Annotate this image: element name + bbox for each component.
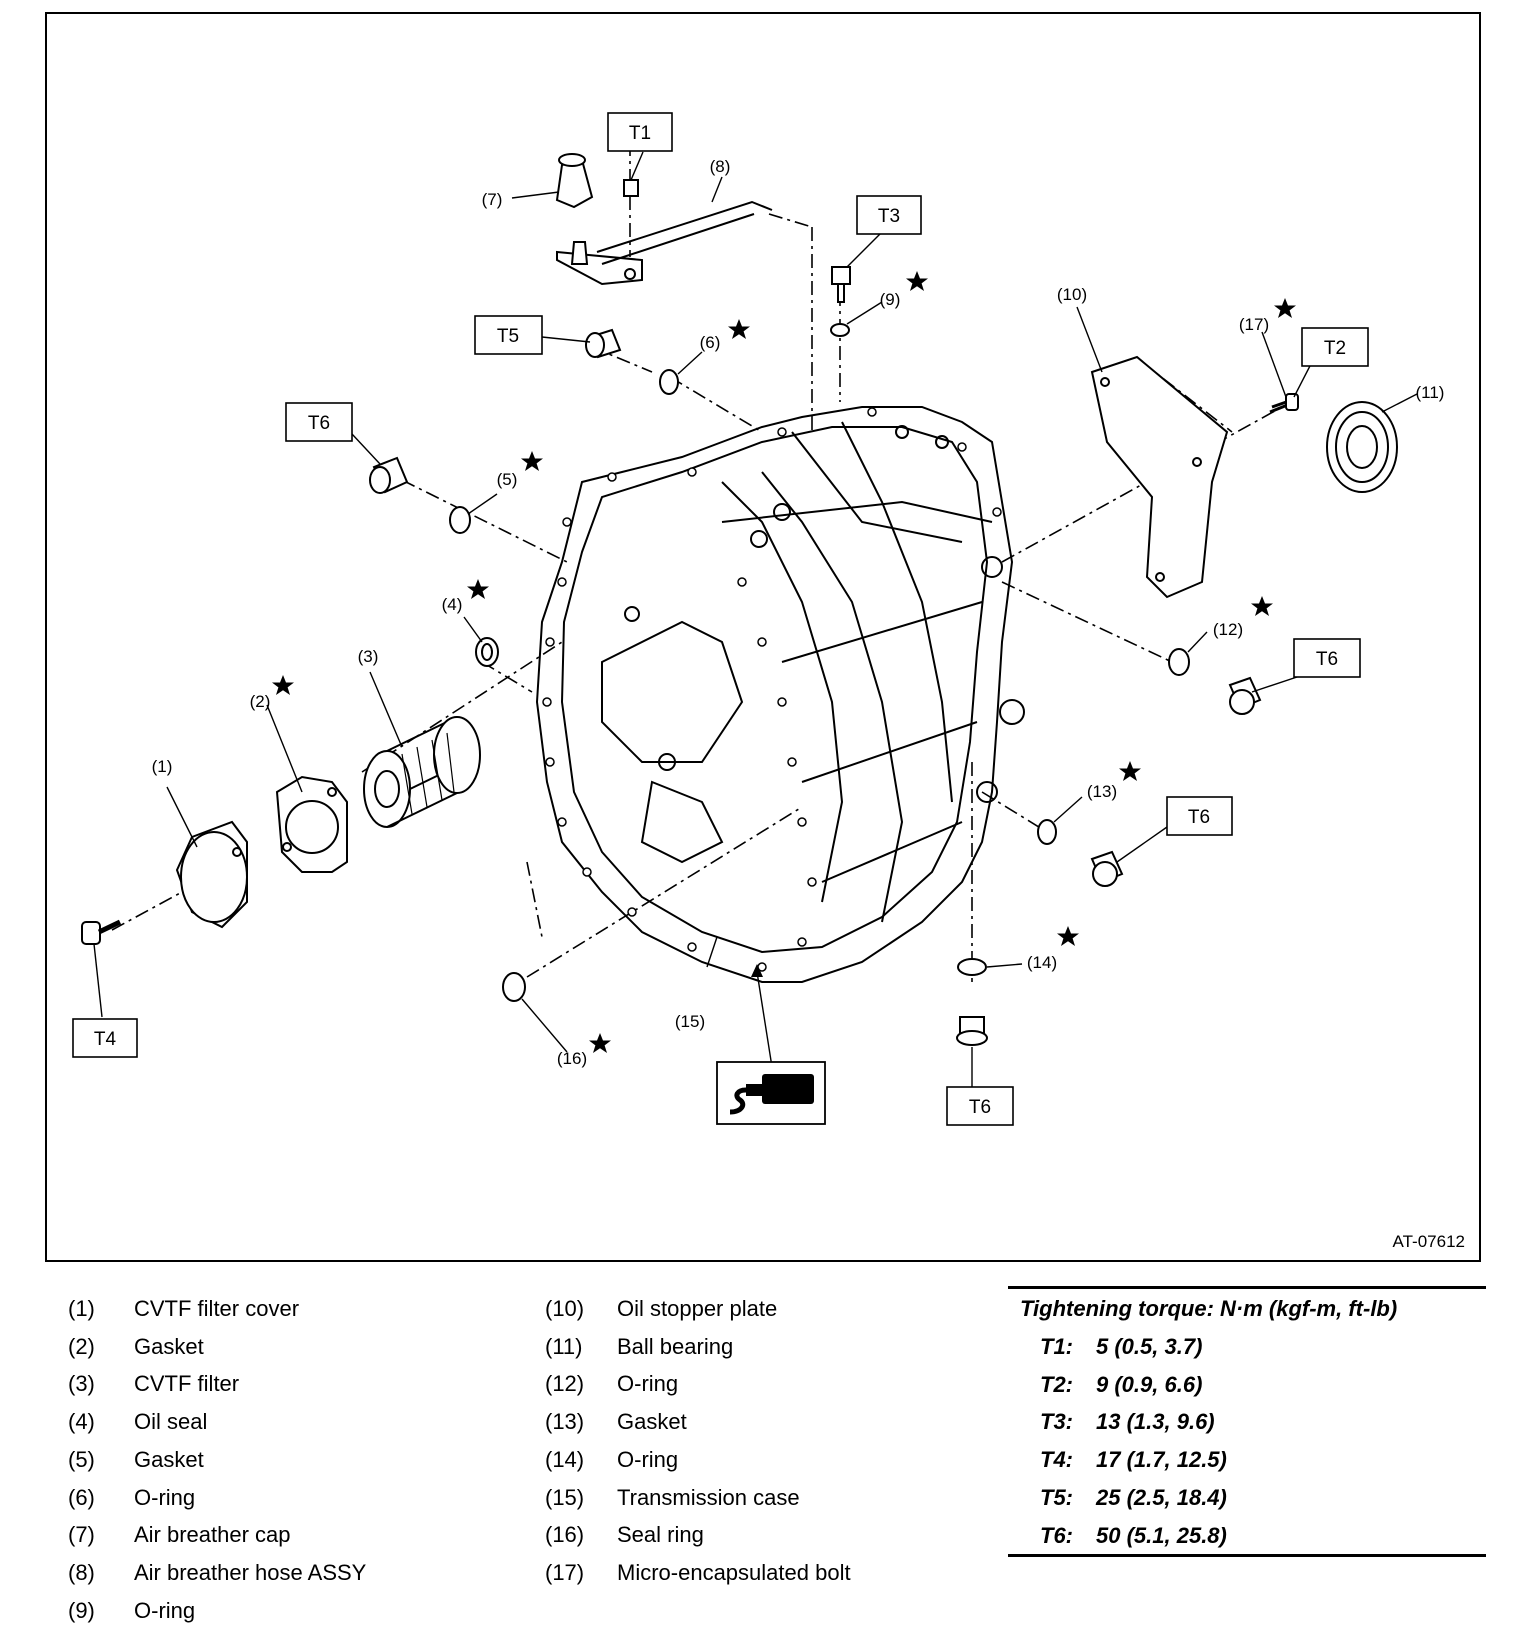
plug-t6-left bbox=[369, 456, 409, 494]
plug-t6-right-lower bbox=[1090, 850, 1124, 887]
torque-box-t4: T4 bbox=[94, 1029, 117, 1050]
case-bolt-holes bbox=[542, 407, 1002, 972]
legend-column-2: (10)Oil stopper plate (11)Ball bearing (… bbox=[545, 1290, 851, 1592]
callout-7: (7) bbox=[482, 190, 503, 209]
cvtf-filter bbox=[363, 716, 481, 828]
callout-5: (5) bbox=[497, 470, 518, 489]
legend-item: (2)Gasket bbox=[68, 1333, 204, 1359]
exploded-diagram-frame: T1 T3 T5 T6 T2 T6 T6 T4 T6 (1) (2) (3) (… bbox=[45, 12, 1481, 1262]
torque-box-t3: T3 bbox=[878, 206, 900, 227]
sealant-application-icon bbox=[716, 1061, 826, 1125]
torque-box-t5: T5 bbox=[497, 326, 519, 347]
legend-item: (6)O-ring bbox=[68, 1484, 196, 1510]
legend-item: (4)Oil seal bbox=[68, 1409, 208, 1435]
legend-item: (16)Seal ring bbox=[545, 1522, 704, 1548]
torque-row: T2:9 (0.9, 6.6) bbox=[1040, 1371, 1203, 1397]
legend-item: (3)CVTF filter bbox=[68, 1371, 240, 1397]
parts bbox=[81, 153, 1398, 1046]
figure-id: AT-07612 bbox=[1392, 1232, 1465, 1251]
torque-row: T4:17 (1.7, 12.5) bbox=[1040, 1447, 1227, 1473]
legend-item: (8)Air breather hose ASSY bbox=[68, 1559, 367, 1585]
o-ring-9 bbox=[830, 323, 850, 337]
bolt-t4 bbox=[81, 919, 122, 945]
legend-item: (5)Gasket bbox=[68, 1446, 204, 1472]
transmission-case bbox=[535, 406, 1025, 983]
callout-3: (3) bbox=[358, 647, 379, 666]
callout-15: (15) bbox=[675, 1012, 705, 1031]
plug-t6-bottom bbox=[956, 1016, 988, 1046]
gasket-13 bbox=[1037, 819, 1057, 845]
callout-6: (6) bbox=[700, 333, 721, 352]
air-breather-hose bbox=[556, 200, 773, 286]
legend-column-1: (1)CVTF filter cover (2)Gasket (3)CVTF f… bbox=[68, 1290, 366, 1629]
legend-item: (1)CVTF filter cover bbox=[68, 1296, 300, 1321]
callouts: (1) (2) (3) (4) (5) (6) (7) (8) (9) (10)… bbox=[152, 157, 1445, 1068]
oil-seal bbox=[475, 637, 499, 667]
center-lines bbox=[111, 142, 1283, 982]
torque-row: T6:50 (5.1, 25.8) bbox=[1040, 1522, 1227, 1548]
torque-box-t1: T1 bbox=[629, 123, 651, 144]
callout-13: (13) bbox=[1087, 782, 1117, 801]
legend-item: (17)Micro-encapsulated bolt bbox=[545, 1559, 851, 1585]
seal-ring bbox=[502, 972, 526, 1002]
o-ring-14 bbox=[957, 958, 987, 976]
ball-bearing bbox=[1326, 401, 1398, 493]
leader-lines bbox=[93, 151, 1418, 1087]
legend-item: (9)O-ring bbox=[68, 1597, 196, 1623]
legend-item: (15)Transmission case bbox=[545, 1484, 800, 1510]
torque-box-t6-lower-right: T6 bbox=[1188, 807, 1210, 828]
legend-item: (10)Oil stopper plate bbox=[545, 1296, 778, 1321]
cvtf-filter-cover bbox=[175, 820, 248, 929]
bolt-t3 bbox=[831, 266, 851, 303]
callout-14: (14) bbox=[1027, 953, 1057, 972]
torque-table-title: Tightening torque: N·m (kgf-m, ft-lb) bbox=[1020, 1296, 1398, 1321]
plug-t6-right-upper bbox=[1228, 676, 1262, 715]
o-ring-6 bbox=[659, 369, 679, 395]
exploded-diagram: T1 T3 T5 T6 T2 T6 T6 T4 T6 (1) (2) (3) (… bbox=[72, 112, 1445, 1126]
torque-boxes: T1 T3 T5 T6 T2 T6 T6 T4 T6 bbox=[72, 112, 1369, 1126]
legend-item: (14)O-ring bbox=[545, 1446, 679, 1472]
bolt-17 bbox=[1269, 393, 1299, 414]
callout-4: (4) bbox=[442, 595, 463, 614]
callout-2: (2) bbox=[250, 692, 271, 711]
legend-item: (13)Gasket bbox=[545, 1409, 687, 1435]
callout-11: (11) bbox=[1416, 383, 1445, 402]
torque-table: Tightening torque: N·m (kgf-m, ft-lb) T1… bbox=[1008, 1286, 1486, 1558]
torque-row: T1:5 (0.5, 3.7) bbox=[1040, 1334, 1203, 1359]
callout-8: (8) bbox=[710, 157, 731, 176]
callout-9: (9) bbox=[880, 290, 901, 309]
torque-box-t6-upper-right: T6 bbox=[1316, 649, 1338, 670]
air-breather-cap bbox=[555, 153, 594, 209]
torque-box-t6-left: T6 bbox=[308, 413, 330, 434]
legend-item: (7)Air breather cap bbox=[68, 1522, 291, 1548]
callout-12: (12) bbox=[1213, 620, 1243, 639]
callout-10: (10) bbox=[1057, 285, 1087, 304]
callout-16: (16) bbox=[557, 1049, 587, 1068]
torque-box-t6-bottom: T6 bbox=[969, 1097, 991, 1118]
legend-item: (12)O-ring bbox=[545, 1371, 679, 1397]
torque-row: T5:25 (2.5, 18.4) bbox=[1040, 1484, 1227, 1510]
torque-row: T3:13 (1.3, 9.6) bbox=[1040, 1409, 1215, 1435]
callout-1: (1) bbox=[152, 757, 173, 776]
gasket-5 bbox=[449, 506, 471, 534]
callout-17: (17) bbox=[1239, 315, 1269, 334]
torque-box-t2: T2 bbox=[1324, 338, 1346, 359]
plug-t5 bbox=[585, 328, 622, 359]
legend-item: (11)Ball bearing bbox=[545, 1333, 734, 1359]
oil-stopper-plate bbox=[1090, 355, 1229, 599]
bolt-t1 bbox=[623, 179, 639, 197]
o-ring-12 bbox=[1168, 648, 1190, 676]
gasket-2 bbox=[275, 775, 348, 873]
